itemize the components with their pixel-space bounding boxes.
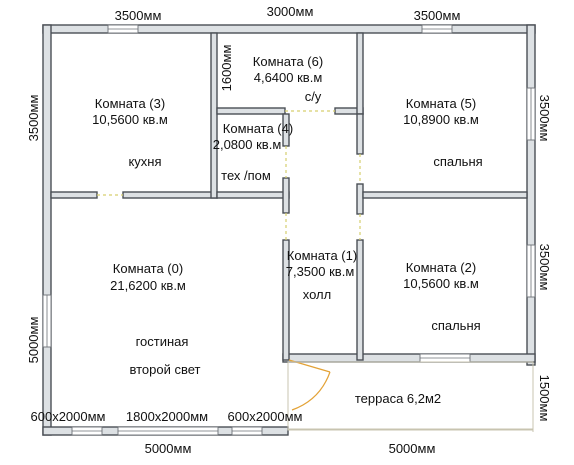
room3-name: Комната (3) — [95, 96, 165, 111]
room1-area: 7,3500 кв.м — [286, 264, 355, 279]
room6-use: с/у — [305, 89, 322, 104]
room2-area: 10,5600 кв.м — [403, 276, 479, 291]
room0-use-2: второй свет — [129, 362, 200, 377]
room0-area: 21,6200 кв.м — [110, 278, 186, 293]
dim-window-right: 600x2000мм — [228, 409, 303, 424]
room4-name: Комната (4) — [223, 121, 293, 136]
dim-top-right: 3500мм — [414, 8, 461, 23]
room0-use-1: гостиная — [136, 334, 189, 349]
door-openings — [97, 110, 361, 240]
room1-name: Комната (1) — [287, 248, 357, 263]
dim-right-bottom: 1500мм — [537, 375, 552, 422]
dim-room6-height: 1600мм — [219, 45, 234, 92]
room-labels: Комната (3) 10,5600 кв.м кухня Комната (… — [92, 54, 483, 406]
room4-area: 2,0800 кв.м — [213, 137, 282, 152]
dim-bottom-left: 5000мм — [145, 441, 192, 456]
dim-left-top: 3500мм — [26, 95, 41, 142]
room3-use: кухня — [128, 154, 161, 169]
room5-use: спальня — [433, 154, 482, 169]
room5-area: 10,8900 кв.м — [403, 112, 479, 127]
outer-walls — [42, 24, 536, 436]
room5-name: Комната (5) — [406, 96, 476, 111]
room1-use: холл — [303, 287, 331, 302]
room4-use: тех /пом — [221, 168, 271, 183]
dim-bottom-right: 5000мм — [389, 441, 436, 456]
terrace-label: терраса 6,2м2 — [355, 391, 441, 406]
dim-right-top: 3500мм — [537, 95, 552, 142]
dim-top-left: 3500мм — [115, 8, 162, 23]
windows — [42, 24, 536, 436]
dimension-labels: 3500мм 3000мм 3500мм 3500мм 5000мм 3500м… — [26, 4, 552, 456]
dim-top-mid: 3000мм — [267, 4, 314, 19]
room6-name: Комната (6) — [253, 54, 323, 69]
room2-use: спальня — [431, 318, 480, 333]
room2-name: Комната (2) — [406, 260, 476, 275]
dim-window-left: 600x2000мм — [31, 409, 106, 424]
room3-area: 10,5600 кв.м — [92, 112, 168, 127]
terrace-outline — [287, 361, 534, 432]
dim-left-bottom: 5000мм — [26, 317, 41, 364]
dim-right-mid: 3500мм — [537, 244, 552, 291]
room6-area: 4,6400 кв.м — [254, 70, 323, 85]
dim-window-mid: 1800x2000мм — [126, 409, 208, 424]
entrance-door — [288, 359, 331, 411]
room0-name: Комната (0) — [113, 261, 183, 276]
